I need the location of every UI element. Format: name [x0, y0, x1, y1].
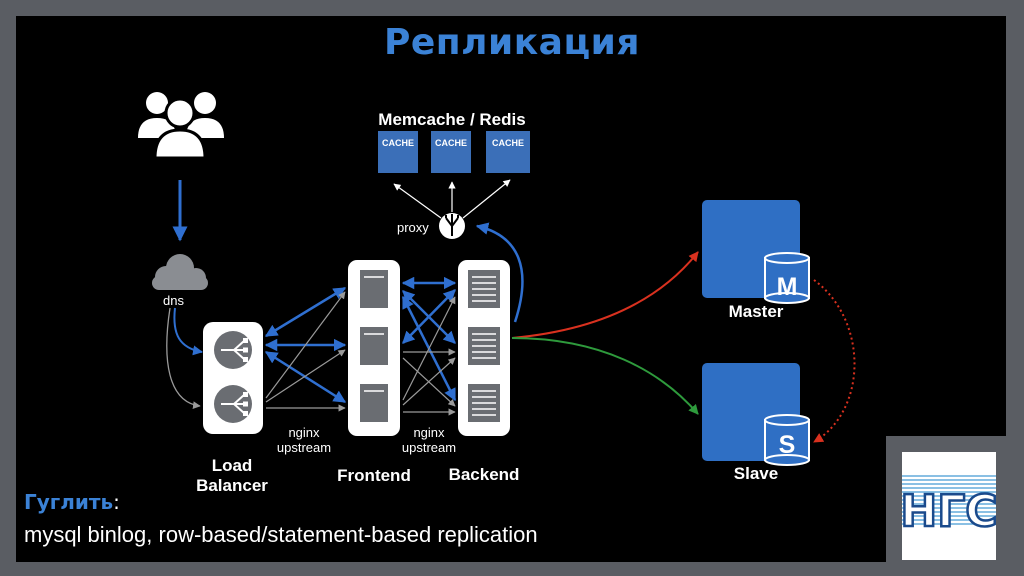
cache-block: CACHE — [486, 131, 530, 173]
page-title: Репликация — [383, 22, 640, 63]
write-to-master-arrow — [511, 251, 699, 339]
dns-to-lb-arrow-2 — [166, 307, 201, 409]
balancer-icon — [214, 385, 252, 423]
proxy-icon — [439, 213, 465, 239]
slave-badge: S — [779, 431, 796, 459]
nginx-upstream-right-1: nginx — [413, 425, 445, 440]
nginx-upstream-left-2: upstream — [277, 440, 331, 455]
bottom-colon: : — [113, 490, 120, 514]
server-icon — [360, 270, 388, 308]
read-from-slave-arrow — [511, 337, 699, 415]
ngs-logo: НГС — [899, 475, 999, 538]
proxy-cache-links — [393, 179, 511, 219]
bottom-heading: Гуглить — [24, 490, 114, 514]
dns-label: dns — [163, 293, 184, 308]
proxy-label: proxy — [397, 220, 429, 235]
cloud-icon — [152, 254, 208, 290]
server-icon — [360, 384, 388, 422]
lb-frontend-links — [264, 286, 347, 412]
frontend-label: Frontend — [337, 466, 411, 485]
slave-label: Slave — [734, 464, 778, 483]
server-icon — [360, 327, 388, 365]
balancer-icon — [214, 331, 252, 369]
svg-text:CACHE: CACHE — [435, 138, 467, 148]
backend-to-proxy-arrow — [475, 222, 524, 323]
database-icon: M — [764, 252, 810, 304]
master-slave-replication-arrow — [813, 279, 856, 443]
logo-text: НГС — [902, 486, 996, 537]
cache-block: CACHE — [378, 131, 418, 173]
nginx-upstream-left-1: nginx — [288, 425, 320, 440]
backend-label: Backend — [449, 465, 520, 484]
bottom-body: mysql binlog, row-based/statement-based … — [24, 522, 538, 547]
logo-panel: НГС — [886, 436, 1006, 562]
master-label: Master — [729, 302, 784, 321]
master-badge: M — [777, 273, 798, 301]
cache-block: CACHE — [431, 131, 471, 173]
dns-to-lb-arrow-1 — [173, 307, 203, 356]
bottom-heading-line: Гуглить: — [24, 490, 538, 514]
database-icon: S — [764, 414, 810, 466]
nginx-upstream-right-2: upstream — [402, 440, 456, 455]
server-rack-icon — [468, 270, 500, 308]
users-icon — [138, 92, 224, 160]
server-rack-icon — [468, 384, 500, 422]
svg-text:CACHE: CACHE — [492, 138, 524, 148]
server-rack-icon — [468, 327, 500, 365]
logo-frame: НГС — [899, 452, 999, 560]
load-balancer-label-1: Load — [212, 456, 253, 475]
bottom-note: Гуглить: mysql binlog, row-based/stateme… — [24, 490, 538, 548]
frontend-backend-links — [401, 276, 457, 416]
svg-text:CACHE: CACHE — [382, 138, 414, 148]
memcache-label: Memcache / Redis — [378, 110, 525, 129]
load-balancer-label-2: Balancer — [196, 476, 268, 495]
